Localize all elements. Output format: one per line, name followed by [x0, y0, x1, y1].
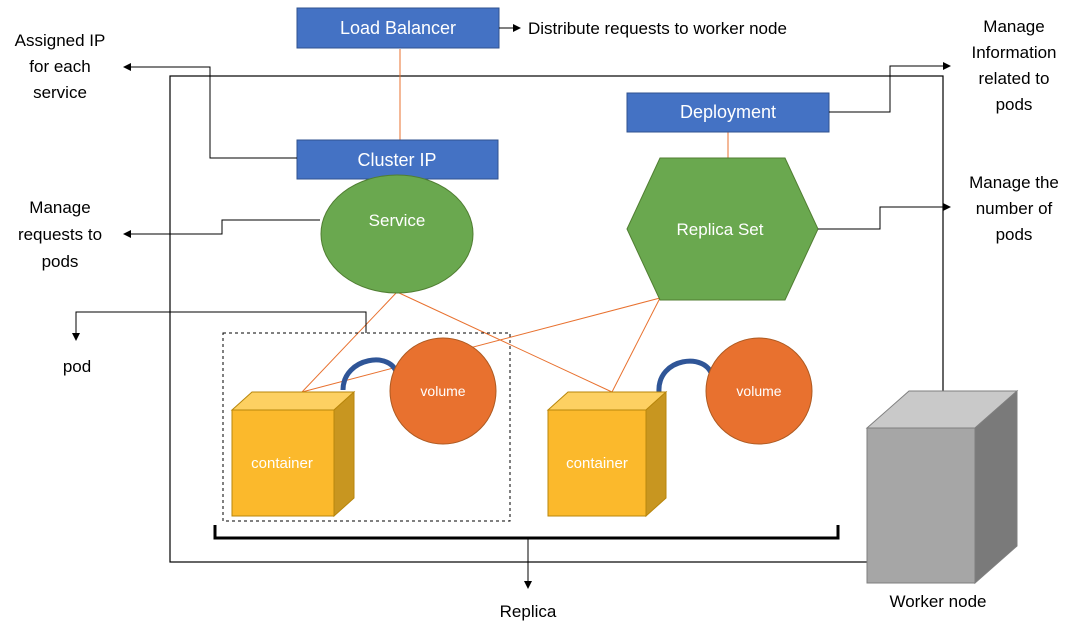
- assigned-ip-line-3: service: [33, 83, 87, 102]
- replica-bracket: [213, 525, 840, 540]
- manage-info-line-3: related to: [979, 69, 1050, 88]
- assigned-ip-line-1: Assigned IP: [15, 31, 106, 50]
- deployment-box: [626, 92, 830, 133]
- manage-requests-line-2: requests to: [18, 225, 102, 244]
- worker-node-server-icon: [865, 389, 1019, 585]
- manage-number-line-2: number of: [976, 199, 1053, 218]
- manage-info-line-4: pods: [996, 95, 1033, 114]
- container-1-box: [230, 390, 356, 518]
- assigned-ip-line-2: for each: [29, 57, 90, 76]
- volume-1-label: volume: [420, 383, 465, 399]
- connection-lines: [301, 49, 729, 393]
- worker-node-label: Worker node: [889, 592, 986, 611]
- manage-info-line-1: Manage: [983, 17, 1044, 36]
- deployment-label: Deployment: [680, 102, 776, 122]
- cluster-ip-arrow: [123, 63, 297, 159]
- replica-set-label: Replica Set: [677, 220, 764, 239]
- service-label: Service: [369, 211, 426, 230]
- replica-label: Replica: [500, 602, 557, 621]
- manage-requests-line-3: pods: [42, 252, 79, 271]
- volume-link-2: [656, 358, 715, 393]
- container-1-label: container: [251, 455, 313, 472]
- volume-2-label: volume: [736, 383, 781, 399]
- load-balancer-label: Load Balancer: [340, 18, 456, 38]
- cluster-ip-label: Cluster IP: [357, 150, 436, 170]
- service-arrow: [123, 219, 320, 238]
- pod-boundary: [222, 332, 511, 522]
- load-balancer-box: [296, 7, 500, 49]
- pod-arrow: [72, 311, 367, 341]
- manage-number-line-3: pods: [996, 225, 1033, 244]
- volume-link-1: [340, 357, 400, 391]
- volume-1-circle: [389, 337, 497, 445]
- volume-2-circle: [705, 337, 813, 445]
- manage-number-line-1: Manage the: [969, 173, 1059, 192]
- container-2-label: container: [566, 455, 628, 472]
- manage-requests-line-1: Manage: [29, 198, 90, 217]
- pod-label: pod: [63, 357, 91, 376]
- worker-node-frame: [169, 75, 944, 563]
- load-balancer-note: Distribute requests to worker node: [528, 19, 787, 38]
- manage-info-line-2: Information: [971, 43, 1056, 62]
- replica-set-arrow: [818, 203, 951, 230]
- deployment-arrow: [829, 62, 951, 113]
- container-2-box: [546, 390, 668, 518]
- service-circle: [320, 174, 474, 294]
